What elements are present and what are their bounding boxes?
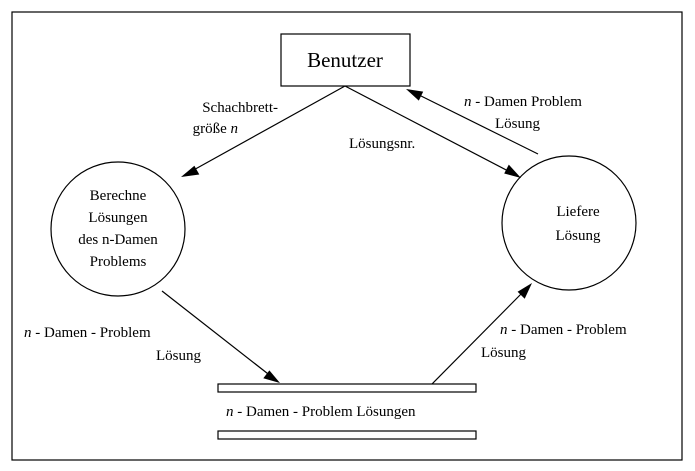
compute-node-label-line-3: des n-Damen <box>78 232 158 248</box>
edge-user-to-compute: Schachbrett- größe n <box>181 85 346 177</box>
compute-node: Berechne Lösungen des n-Damen Problems <box>50 161 186 297</box>
store-node-label: n - Damen - Problem Lösungen <box>226 404 416 420</box>
store-top-bar <box>217 383 477 393</box>
edge-compute-to-store-arrowhead <box>263 370 280 383</box>
edge-store-to-deliver-label-line-2: Lösung <box>481 345 527 361</box>
edge-user-to-deliver-arrowhead <box>504 164 521 178</box>
edge-store-to-deliver-arrowhead <box>517 283 532 299</box>
edge-store-to-deliver: n - Damen - Problem Lösung <box>431 283 627 385</box>
deliver-node-label-line-1: Liefere <box>556 204 600 220</box>
edge-user-to-deliver: Lösungsnr. <box>344 85 521 178</box>
compute-node-label-line-4: Problems <box>90 254 147 270</box>
edge-user-to-compute-label-line-1: Schachbrett- <box>202 100 278 116</box>
user-node-label: Benutzer <box>307 48 383 72</box>
edge-user-to-deliver-label: Lösungsnr. <box>349 136 415 152</box>
deliver-node-label-line-2: Lösung <box>556 228 602 244</box>
edge-compute-to-store-label-line-1: n - Damen - Problem <box>24 325 151 341</box>
store-node: n - Damen - Problem Lösungen <box>217 383 477 440</box>
edge-compute-to-store-label-line-2: Lösung <box>156 348 202 364</box>
edge-deliver-to-user-label-line-1: n - Damen Problem <box>464 94 582 110</box>
compute-node-label-line-1: Berechne <box>90 188 147 204</box>
edge-deliver-to-user-arrowhead <box>406 89 424 101</box>
edge-deliver-to-user-label-line-2: Lösung <box>495 116 541 132</box>
user-node: Benutzer <box>280 33 411 87</box>
compute-node-label-line-2: Lösungen <box>88 210 148 226</box>
edge-compute-to-store: n - Damen - Problem Lösung <box>24 290 280 383</box>
deliver-node: Liefere Lösung <box>501 155 637 291</box>
edge-user-to-compute-label-line-2: größe n <box>193 121 238 137</box>
store-bottom-bar <box>217 430 477 440</box>
edge-user-to-compute-arrowhead <box>181 165 200 177</box>
edge-deliver-to-user: n - Damen Problem Lösung <box>406 89 582 155</box>
edge-store-to-deliver-label-line-1: n - Damen - Problem <box>500 322 627 338</box>
